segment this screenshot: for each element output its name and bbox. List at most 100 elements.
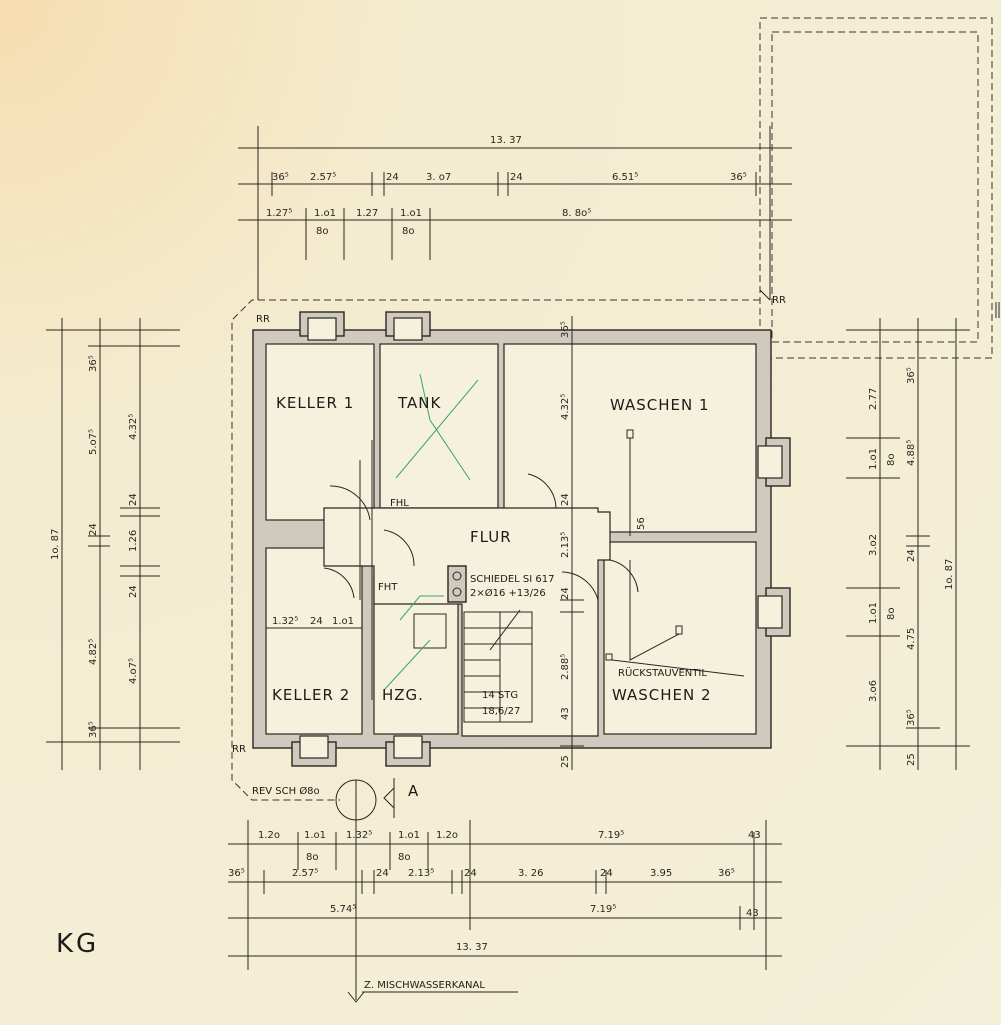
dim-bot1-d: 1.o1 <box>398 830 420 841</box>
top-dimensions <box>238 126 792 301</box>
right-dimension-labels: 1o. 87 36⁵ 2.77 1.o1 8o 4.88⁵ 3.o2 24 1.… <box>868 367 955 766</box>
dim-inner-a: 36⁵ <box>560 321 571 338</box>
dim-bot1-i: 8o <box>398 852 410 863</box>
dim-bot2-a: 36⁵ <box>228 868 245 879</box>
label-section-a: A <box>408 782 419 800</box>
room-flur: FLUR <box>470 528 512 546</box>
dim-inner-i: 25 <box>560 755 571 768</box>
dim-left-b: 5.o7⁵ <box>88 429 99 455</box>
dim-k2-c: 1.o1 <box>332 616 354 627</box>
dim-inner-g: 2.88⁵ <box>560 654 571 680</box>
dim-k2-b: 24 <box>310 616 323 627</box>
dim-top3-c: 1.27 <box>356 208 378 219</box>
label-fht: FHT <box>378 582 398 593</box>
right-dimensions <box>846 318 970 770</box>
stairs <box>463 609 533 723</box>
tank-marking <box>395 373 479 481</box>
dim-right-k: 3.o6 <box>868 680 879 702</box>
inner-dimensions: 36⁵ 4.32⁵ 24 2.13⁵ 56 24 2.88⁵ 43 25 <box>560 316 647 770</box>
dim-bot2-d: 2.13⁵ <box>408 868 434 879</box>
left-dimensions <box>46 318 180 770</box>
dim-right-d: 8o <box>886 454 897 466</box>
chimney <box>447 565 467 603</box>
dim-right-a: 36⁵ <box>906 367 917 384</box>
dim-right-b: 2.77 <box>868 388 879 410</box>
dim-inner-h: 43 <box>560 707 571 720</box>
dim-inner-c: 24 <box>560 493 571 506</box>
dim-bot2-e: 24 <box>464 868 477 879</box>
dim-top3-a: 1.27⁵ <box>266 208 292 219</box>
door-swings <box>323 440 639 700</box>
keller2-dimensions: 1.32⁵ 24 1.o1 <box>266 616 362 629</box>
dim-left-a: 36⁵ <box>88 355 99 372</box>
dim-top-a: 36⁵ <box>272 172 289 183</box>
label-rueckstauventil: RÜCKSTAUVENTIL <box>618 666 707 679</box>
dim-bot2-f: 3. 26 <box>518 868 543 879</box>
dim-k2-a: 1.32⁵ <box>272 616 298 627</box>
dim-left-d: 24 <box>128 493 139 506</box>
room-keller-2: KELLER 2 <box>272 686 350 704</box>
label-rev-sch: REV SCH Ø8o <box>252 785 320 797</box>
dim-bot3-c: 43 <box>746 908 759 919</box>
dim-top-f: 6.51⁵ <box>612 172 638 183</box>
dim-right-e: 4.88⁵ <box>906 440 917 466</box>
dim-right-c: 1.o1 <box>868 448 879 470</box>
dim-top-d: 3. o7 <box>426 172 451 183</box>
dim-top3-b: 1.o1 <box>314 208 336 219</box>
dim-top3-g: 8o <box>402 226 414 237</box>
dim-right-j: 4.75 <box>906 628 917 650</box>
dim-left-total: 1o. 87 <box>50 529 61 560</box>
dim-bot1-b: 1.o1 <box>304 830 326 841</box>
dim-bottom-total: 13. 37 <box>456 942 488 953</box>
dim-top-e: 24 <box>510 172 523 183</box>
dim-right-g: 24 <box>906 549 917 562</box>
dim-bot1-c: 1.32⁵ <box>346 830 372 841</box>
dim-bot2-g: 24 <box>600 868 613 879</box>
heating-unit <box>383 595 447 691</box>
dim-bot1-a: 1.2o <box>258 830 280 841</box>
bottom-dimensions <box>228 820 782 970</box>
room-hzg: HZG. <box>382 686 424 704</box>
dim-top3-d: 1.o1 <box>400 208 422 219</box>
dim-bot2-i: 36⁵ <box>718 868 735 879</box>
dim-bot1-g: 43 <box>748 830 761 841</box>
dim-left-i: 4.o7⁵ <box>128 658 139 684</box>
dim-top-total: 13. 37 <box>490 135 522 146</box>
dashed-outlines <box>231 17 1000 801</box>
dim-right-total: 1o. 87 <box>944 559 955 590</box>
dim-top-b: 2.57⁵ <box>310 172 336 183</box>
dim-bot2-h: 3.95 <box>650 868 672 879</box>
label-stairs-count: 14 STG <box>482 690 518 701</box>
dim-left-f: 1.26 <box>128 530 139 552</box>
dim-right-i: 8o <box>886 608 897 620</box>
dim-bot1-h: 8o <box>306 852 318 863</box>
label-rr-top-left: RR <box>256 314 270 325</box>
dim-inner-d: 2.13⁵ <box>560 532 571 558</box>
dim-right-l: 36⁵ <box>906 709 917 726</box>
label-schiedel-spec: 2×Ø16 +13/26 <box>470 587 546 599</box>
label-stairs-ratio: 18,6/27 <box>482 706 520 717</box>
dim-left-e: 24 <box>88 523 99 536</box>
dim-bot2-c: 24 <box>376 868 389 879</box>
dim-inner-f: 24 <box>560 587 571 600</box>
dim-bot1-e: 1.2o <box>436 830 458 841</box>
dim-inner-e: 56 <box>636 517 647 530</box>
dim-inner-b: 4.32⁵ <box>560 394 571 420</box>
dim-right-h: 1.o1 <box>868 602 879 624</box>
revision-shaft <box>335 778 395 1003</box>
building-walls <box>252 311 791 767</box>
dim-top3-e: 8. 8o⁵ <box>562 208 591 219</box>
dim-bot2-b: 2.57⁵ <box>292 868 318 879</box>
dim-left-j: 36⁵ <box>88 721 99 738</box>
left-dimension-labels: 1o. 87 36⁵ 5.o7⁵ 4.32⁵ 24 24 1.26 24 4.8… <box>50 355 139 738</box>
dim-bot3-a: 5.74⁵ <box>330 904 356 915</box>
dim-right-f: 3.o2 <box>868 534 879 556</box>
dim-right-m: 25 <box>906 753 917 766</box>
room-tank: TANK <box>397 394 441 412</box>
room-waschen-1: WASCHEN 1 <box>610 396 710 414</box>
dim-left-c: 4.32⁵ <box>128 414 139 440</box>
dim-left-g: 24 <box>128 585 139 598</box>
dim-top-g: 36⁵ <box>730 172 747 183</box>
